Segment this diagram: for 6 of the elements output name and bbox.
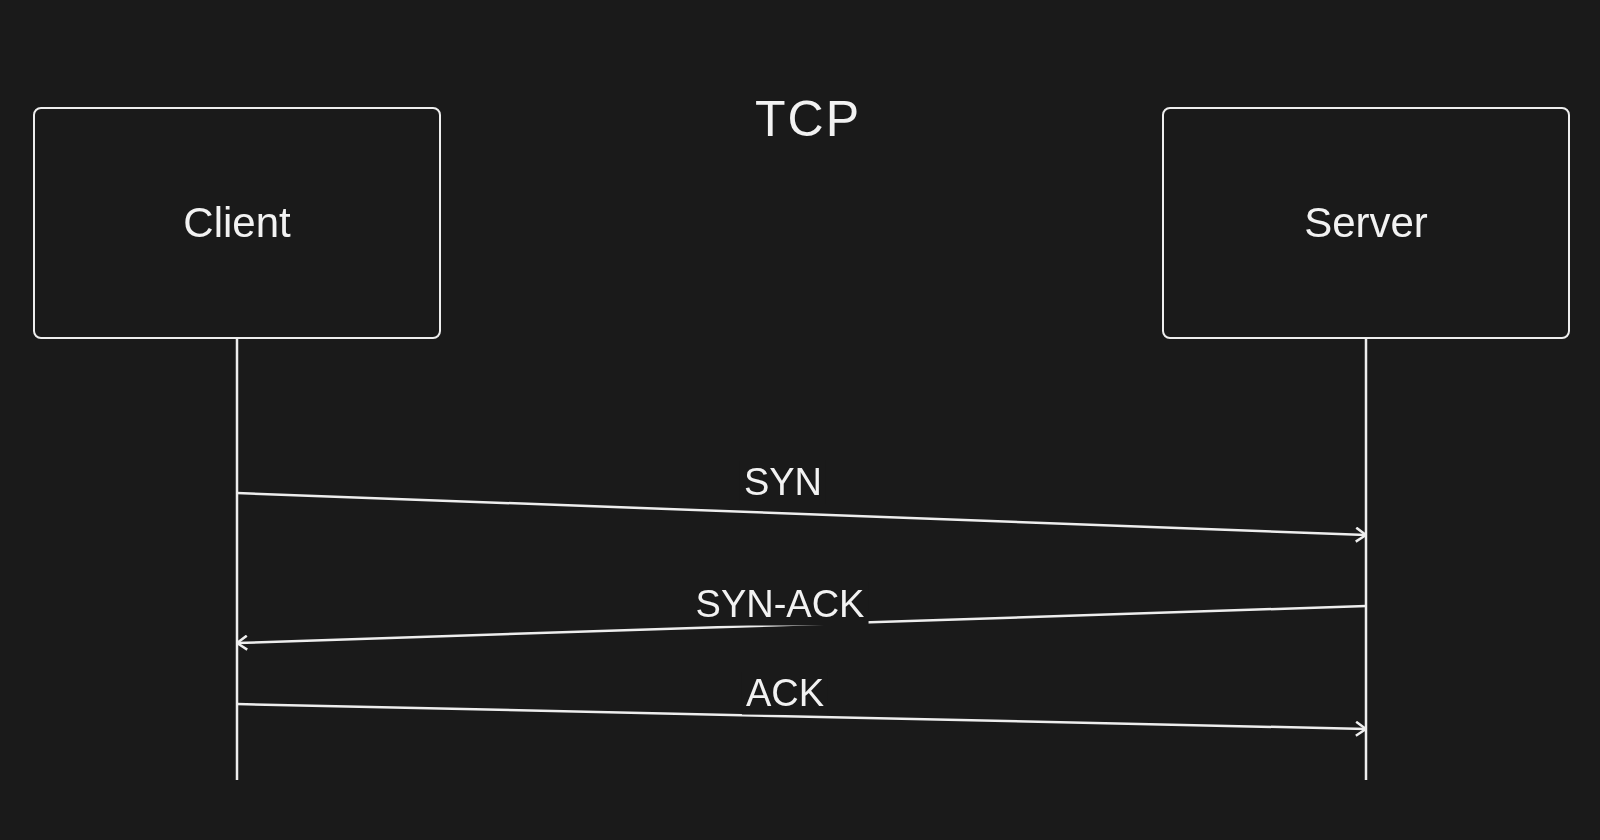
participant-name: Client (183, 199, 291, 247)
message-arrow (236, 702, 1368, 738)
message-arrow (236, 491, 1368, 543)
diagram-title: TCP (755, 90, 861, 148)
message-arrow (235, 604, 1367, 651)
participant-name: Server (1304, 199, 1428, 247)
